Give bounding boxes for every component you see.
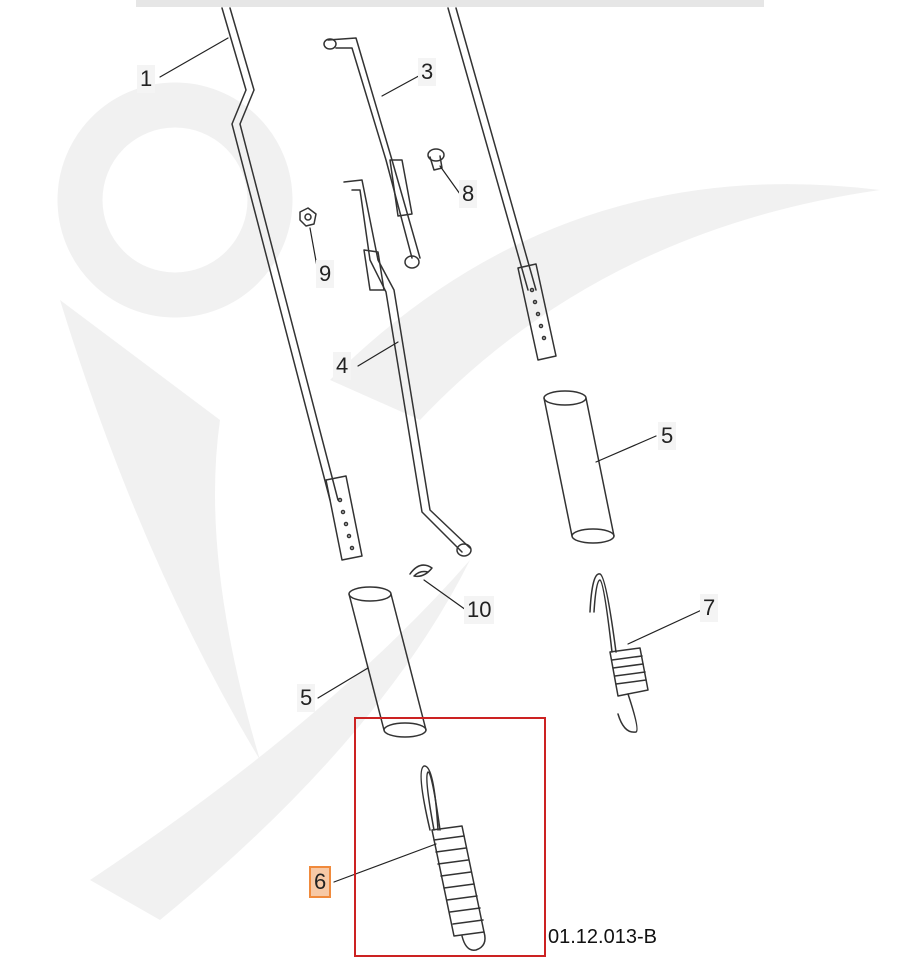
drawing-code: 01.12.013-B <box>548 926 657 948</box>
callout-9[interactable]: 9 <box>316 260 335 288</box>
part-4-lever <box>343 179 472 557</box>
callout-5-left[interactable]: 5 <box>297 684 316 712</box>
callout-3[interactable]: 3 <box>418 58 437 86</box>
callout-1[interactable]: 1 <box>137 65 156 93</box>
part-6-spring <box>420 765 486 951</box>
part-10-clip <box>409 564 433 578</box>
callout-8[interactable]: 8 <box>459 180 478 208</box>
part-9-nut <box>299 207 317 227</box>
callout-5-right[interactable]: 5 <box>658 422 677 450</box>
watermark-logo <box>57 82 880 920</box>
part-1-handle-rod <box>221 7 363 561</box>
highlight-box-part-6 <box>354 717 546 957</box>
callout-7[interactable]: 7 <box>700 594 719 622</box>
top-scrollbar <box>136 0 764 7</box>
part-5-tube-right <box>543 390 615 544</box>
callout-4[interactable]: 4 <box>333 352 352 380</box>
part-5-tube-left <box>348 586 427 738</box>
part-3-link <box>323 37 421 269</box>
part-right-handle-rod <box>447 7 557 361</box>
part-8-bolt <box>427 148 445 171</box>
callout-6[interactable]: 6 <box>308 866 332 898</box>
callout-10[interactable]: 10 <box>464 596 495 624</box>
part-7-spring <box>589 573 649 733</box>
